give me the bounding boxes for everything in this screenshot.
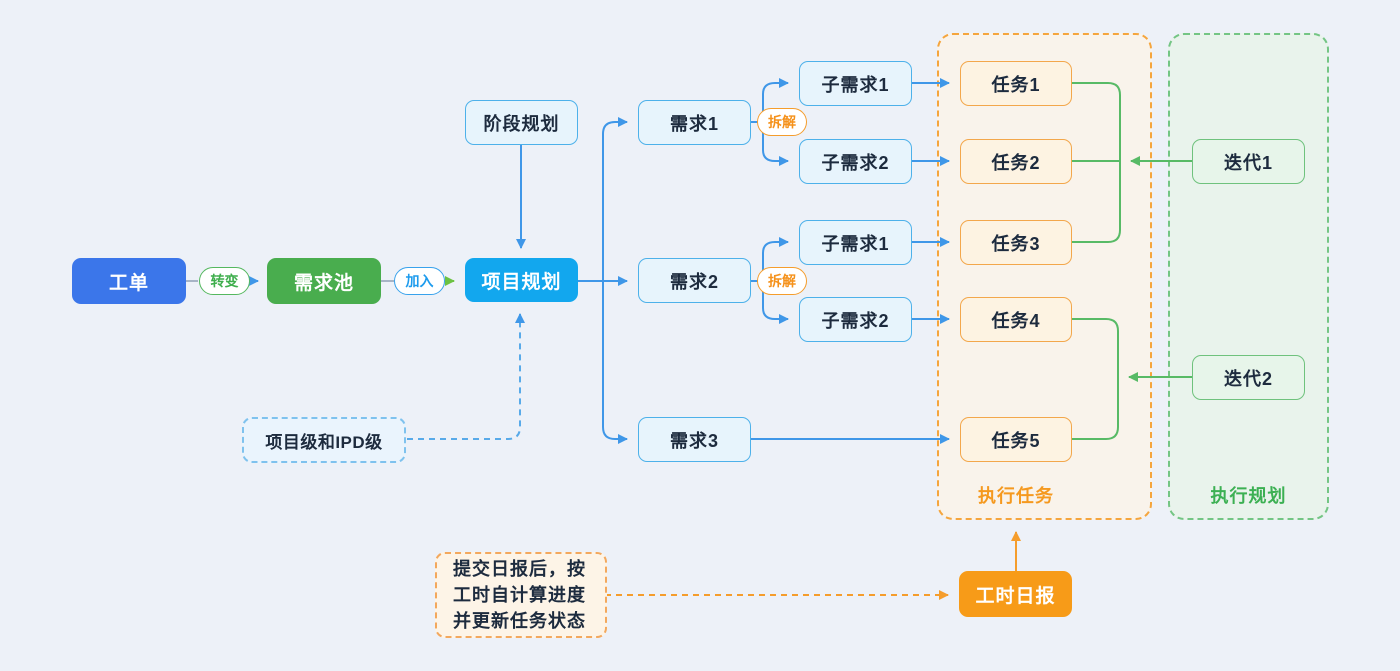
daily-report-note: 提交日报后，按 工时自计算进度 并更新任务状态	[435, 552, 607, 638]
decompose-edge-badge-1: 拆解	[757, 108, 807, 136]
daily-report-note-line2: 工时自计算进度	[453, 584, 586, 605]
iteration2-node: 迭代2	[1192, 355, 1305, 400]
requirement3-node: 需求3	[638, 417, 751, 462]
sub-requirement1-a-node: 子需求1	[799, 61, 912, 106]
execution-planning-zone	[1168, 33, 1329, 520]
daily-report-note-line3: 并更新任务状态	[453, 611, 586, 632]
phase-planning-node: 阶段规划	[465, 100, 578, 145]
task5-node: 任务5	[960, 417, 1072, 462]
sub-requirement2-a-node: 子需求2	[799, 139, 912, 184]
join-edge-badge: 加入	[394, 267, 445, 295]
work-order-node: 工单	[72, 258, 186, 304]
work-hours-daily-report-node: 工时日报	[959, 571, 1072, 617]
transform-edge-badge: 转变	[199, 267, 250, 295]
task2-node: 任务2	[960, 139, 1072, 184]
sub-requirement1-b-node: 子需求1	[799, 220, 912, 265]
task1-node: 任务1	[960, 61, 1072, 106]
requirement1-node: 需求1	[638, 100, 751, 145]
task3-node: 任务3	[960, 220, 1072, 265]
project-ipd-level-note: 项目级和IPD级	[242, 417, 406, 463]
execution-planning-zone-label: 执行规划	[1210, 486, 1287, 506]
task4-node: 任务4	[960, 297, 1072, 342]
sub-requirement2-b-node: 子需求2	[799, 297, 912, 342]
project-planning-node: 项目规划	[465, 258, 578, 302]
iteration1-node: 迭代1	[1192, 139, 1305, 184]
requirement-pool-node: 需求池	[267, 258, 381, 304]
daily-report-note-line1: 提交日报后，按	[453, 558, 586, 579]
requirement2-node: 需求2	[638, 258, 751, 303]
execute-tasks-zone-label: 执行任务	[978, 486, 1054, 506]
decompose-edge-badge-2: 拆解	[757, 267, 807, 295]
